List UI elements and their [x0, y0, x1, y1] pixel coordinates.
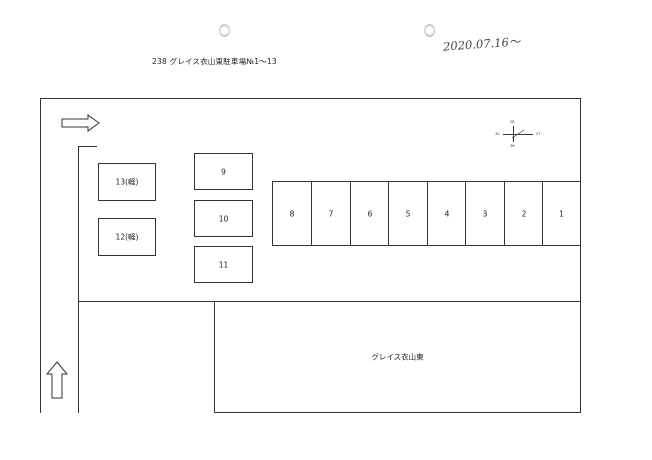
space-label: 2 [521, 209, 527, 218]
driveway-top-edge [78, 146, 97, 147]
parking-space-12: 12(軽) [98, 218, 156, 256]
page-title: 238 グレイス衣山東駐車場№1〜13 [152, 57, 277, 66]
parking-space-2: 2 [504, 181, 543, 246]
space-label: 1 [559, 209, 564, 218]
parking-space-10: 10 [194, 200, 253, 237]
building-name: グレイス衣山東 [371, 352, 424, 362]
compass-axis-vertical [513, 126, 514, 142]
compass-needle-icon [511, 129, 525, 139]
punch-hole-right [424, 24, 435, 37]
compass-label-n: 28 [510, 120, 515, 124]
parking-space-1: 1 [542, 181, 581, 246]
site-left-edge [40, 98, 41, 413]
space-label: 12(軽) [115, 232, 139, 242]
space-label: 9 [221, 167, 226, 176]
parking-space-13: 13(軽) [98, 163, 156, 201]
compass-label-w: 30 [495, 132, 500, 136]
space-label: 8 [289, 209, 295, 218]
parking-space-11: 11 [194, 246, 253, 283]
parking-space-9: 9 [194, 153, 253, 190]
parking-space-5: 5 [388, 181, 427, 246]
handwritten-date: 2020.07.16〜 [442, 34, 521, 54]
space-label: 7 [328, 209, 334, 218]
arrow-up-icon [45, 361, 69, 399]
arrow-right-icon [61, 114, 100, 132]
driveway-inner-edge [78, 146, 79, 413]
compass-label-e: 27 [536, 132, 541, 136]
building-block: グレイス衣山東 [214, 301, 581, 413]
compass-axis-horizontal [503, 134, 533, 135]
parking-space-3: 3 [465, 181, 504, 246]
compass-label-s: 36 [510, 144, 515, 148]
parking-space-6: 6 [350, 181, 389, 246]
space-label: 4 [444, 209, 450, 218]
space-label: 5 [405, 209, 411, 218]
space-label: 3 [482, 209, 488, 218]
space-label: 10 [218, 214, 229, 223]
space-label: 13(軽) [115, 177, 139, 187]
compass-rose: 28 30 27 36 [495, 120, 545, 150]
space-label: 6 [367, 209, 373, 218]
parking-space-4: 4 [427, 181, 466, 246]
space-label: 11 [218, 260, 229, 269]
punch-hole-left [219, 24, 230, 37]
parking-space-8: 8 [272, 181, 311, 246]
parking-space-7: 7 [311, 181, 350, 246]
